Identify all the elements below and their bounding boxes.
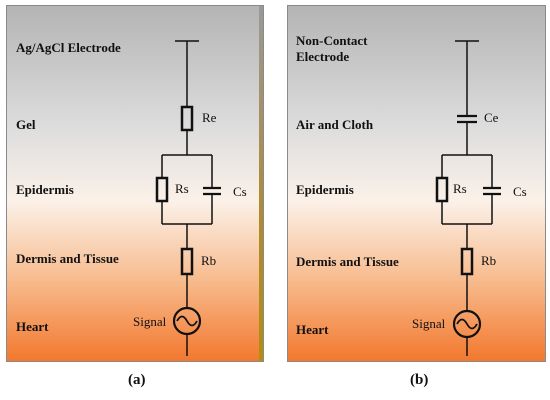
label-cs: Cs xyxy=(233,184,247,199)
layer-label-gel: Gel xyxy=(16,117,36,132)
layer-label-dermis: Dermis and Tissue xyxy=(296,254,399,269)
label-signal: Signal xyxy=(412,316,446,331)
layer-label-dermis: Dermis and Tissue xyxy=(16,251,119,266)
label-signal: Signal xyxy=(133,314,167,329)
layer-label-heart: Heart xyxy=(296,322,329,337)
resistor-rs xyxy=(435,176,449,203)
resistor-rb xyxy=(180,247,194,276)
label-rb: Rb xyxy=(481,253,497,268)
layer-label-electrode: Non-Contact Electrode xyxy=(296,33,368,64)
label-ce: Ce xyxy=(484,110,499,125)
layer-label-heart: Heart xyxy=(16,319,49,334)
label-re: Re xyxy=(202,110,217,125)
circuit-diagram-b xyxy=(435,40,501,356)
label-rs: Rs xyxy=(453,181,467,196)
layer-label-epidermis: Epidermis xyxy=(296,182,354,197)
label-cs: Cs xyxy=(513,184,527,199)
panel-b: Non-Contact Electrode Air and Cloth Epid… xyxy=(287,5,546,362)
label-rs: Rs xyxy=(175,181,189,196)
resistor-rs xyxy=(155,176,169,203)
panel-a: Ag/AgCl Electrode Gel Epidermis Dermis a… xyxy=(6,5,264,362)
resistor-re xyxy=(180,105,194,132)
caption-a: (a) xyxy=(128,372,146,388)
layer-label-air-cloth: Air and Cloth xyxy=(296,117,374,132)
resistor-rb xyxy=(460,247,474,276)
layer-label-electrode: Ag/AgCl Electrode xyxy=(16,40,121,55)
label-rb: Rb xyxy=(201,253,217,268)
circuit-diagram-a xyxy=(155,40,221,356)
caption-b: (b) xyxy=(410,372,429,388)
layer-label-epidermis: Epidermis xyxy=(16,182,74,197)
